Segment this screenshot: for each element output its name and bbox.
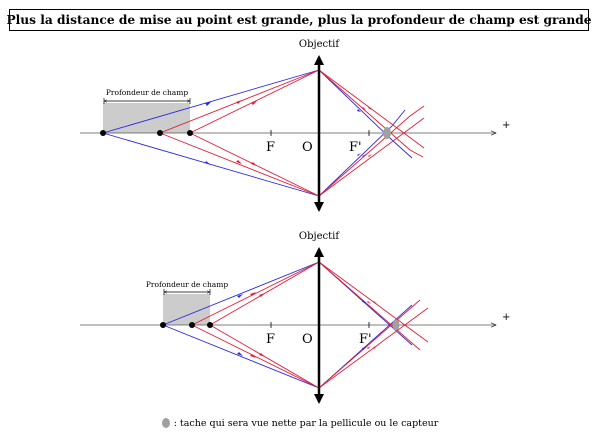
- image-spot: [383, 127, 391, 139]
- lens-center-label: O: [302, 332, 313, 347]
- lens-center-label: O: [302, 140, 313, 155]
- grey-ellipse-icon: [161, 418, 170, 428]
- blue-direction-arrows: [205, 102, 361, 165]
- lens-label: Objectif: [299, 231, 340, 242]
- far-object-point: [207, 322, 213, 328]
- diagram-1: + F O F' Profondeur de champ: [80, 39, 510, 212]
- blue-direction-arrows: [237, 294, 366, 356]
- axis-plus-label: +: [502, 120, 510, 131]
- near-object-rays: [102, 69, 413, 197]
- far-object-point: [187, 130, 193, 136]
- focal-label: F: [266, 332, 275, 347]
- far-object-rays: [159, 69, 425, 197]
- depth-of-field-zone: [103, 103, 190, 133]
- legend: : tache qui sera vue nette par la pellic…: [0, 414, 600, 432]
- near-object-point: [160, 322, 166, 328]
- diagram-2: + F O F' Profondeur de champ: [80, 231, 510, 404]
- focus-object-point: [157, 130, 163, 136]
- legend-text: : tache qui sera vue nette par la pellic…: [173, 417, 439, 429]
- title-box: Plus la distance de mise au point est gr…: [6, 9, 592, 31]
- image-focal-label: F': [349, 140, 362, 155]
- axis-plus-label: +: [502, 312, 510, 323]
- page-title: Plus la distance de mise au point est gr…: [6, 13, 592, 27]
- focus-object-point: [189, 322, 195, 328]
- red-direction-arrows: [236, 100, 372, 166]
- near-object-point: [100, 130, 106, 136]
- depth-of-field-label: Profondeur de champ: [106, 88, 189, 97]
- focal-label: F: [266, 140, 275, 155]
- depth-of-field-zone: [163, 294, 210, 325]
- red-direction-arrows: [250, 292, 377, 358]
- depth-of-field-label: Profondeur de champ: [146, 280, 229, 289]
- image-focal-label: F': [359, 332, 372, 347]
- image-spot: [392, 319, 400, 331]
- lens-label: Objectif: [299, 39, 340, 50]
